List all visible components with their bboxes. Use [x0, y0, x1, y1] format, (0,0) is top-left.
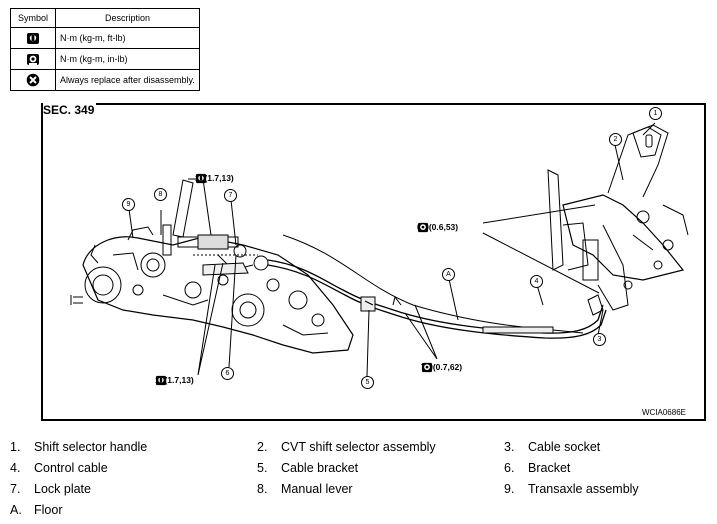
list-item: A.Floor — [10, 503, 63, 517]
callout-9: 9 — [122, 198, 135, 211]
callout-4: 4 — [530, 275, 543, 288]
callout-8: 8 — [154, 188, 167, 201]
list-item: 4.Control cable — [10, 461, 108, 475]
torque-value: 17(1.7,13) — [195, 173, 234, 183]
diagram-drawing — [70, 122, 689, 377]
callout-5: 5 — [361, 376, 374, 389]
callout-3: 3 — [593, 333, 606, 346]
list-item: 9.Transaxle assembly — [504, 482, 639, 496]
list-item: 8.Manual lever — [257, 482, 353, 496]
torque-value: 7.0(0.7,62) — [421, 362, 463, 372]
torque-value: 6.0(0.6,53) — [417, 222, 459, 232]
torque-wrench-inlb-icon — [27, 53, 39, 65]
torque-label-selector-bolt: 6.0(0.6,53) — [417, 222, 459, 233]
torque-wrench-inlb-icon — [421, 362, 433, 373]
legend-description: N·m (kg-m, in-lb) — [55, 48, 200, 70]
torque-value: 17(1.7,13) — [155, 375, 194, 385]
torque-wrench-icon — [27, 32, 39, 44]
list-item: 1.Shift selector handle — [10, 440, 148, 454]
torque-wrench-icon — [155, 375, 167, 386]
section-label: SEC. 349 — [43, 103, 97, 117]
list-item: 2.CVT shift selector assembly — [257, 440, 436, 454]
callout-a: A — [442, 268, 455, 281]
legend-description: N·m (kg-m, ft-lb) — [55, 27, 200, 49]
legend-header-symbol: Symbol — [10, 8, 56, 28]
legend-row: Always replace after disassembly. — [10, 69, 200, 91]
callout-6: 6 — [221, 367, 234, 380]
legend-header-row: Symbol Description — [10, 8, 200, 28]
torque-wrench-icon — [195, 173, 207, 184]
legend-row: N·m (kg-m, in-lb) — [10, 48, 200, 70]
replace-x-icon — [26, 73, 40, 87]
list-item: 7.Lock plate — [10, 482, 91, 496]
symbol-legend-table: Symbol Description N·m (kg-m, ft-lb) N·m… — [10, 8, 200, 91]
legend-description: Always replace after disassembly. — [55, 69, 200, 91]
callout-7: 7 — [224, 189, 237, 202]
list-item: 5.Cable bracket — [257, 461, 359, 475]
torque-label-lever-nut: 17(1.7,13) — [195, 173, 234, 184]
shift-control-diagram: SEC. 349 WCIA0686E 17(1.7,13) 6.0(0.6,53… — [41, 103, 706, 421]
legend-header-description: Description — [55, 8, 200, 28]
callout-2: 2 — [609, 133, 622, 146]
torque-label-bracket-bolt: 17(1.7,13) — [155, 375, 194, 386]
list-item: 6.Bracket — [504, 461, 571, 475]
figure-code: WCIA0686E — [641, 408, 686, 417]
torque-wrench-inlb-icon — [417, 222, 429, 233]
list-item: 3.Cable socket — [504, 440, 601, 454]
legend-row: N·m (kg-m, ft-lb) — [10, 27, 200, 49]
callout-1: 1 — [649, 107, 662, 120]
torque-label-cable-bracket-bolt: 7.0(0.7,62) — [421, 362, 463, 373]
